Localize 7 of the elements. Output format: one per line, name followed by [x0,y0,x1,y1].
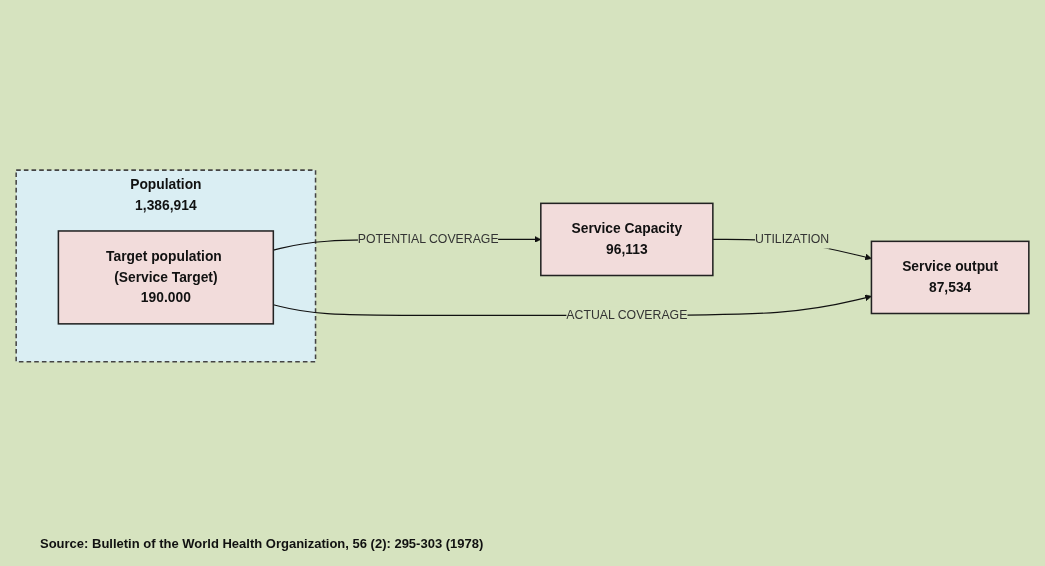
edge-label: ACTUAL COVERAGE [566,308,688,322]
edge-label: POTENTIAL COVERAGE [357,232,499,246]
node-box: Target population (Service Target) 190.000 [57,230,275,325]
node-box: Service output 87,534 [870,240,1030,315]
edge-label: UTILIZATION [755,232,830,246]
node-box: Service Capacity 96,113 [540,202,714,277]
source-caption: Source: Bulletin of the World Health Organization, 56 (2): 295-303 (1978) [40,536,484,551]
